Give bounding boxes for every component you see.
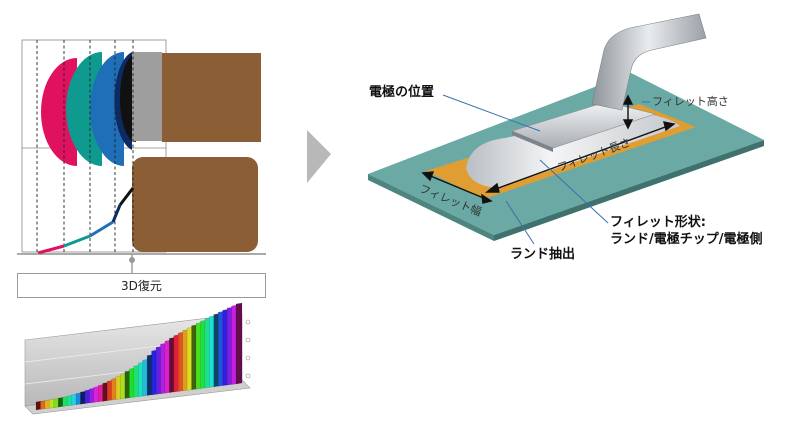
component-lead [591, 13, 707, 111]
label-fillet-shape-title: フィレット形状: [610, 215, 706, 230]
slice-lines [36, 40, 134, 254]
axis-tick [245, 373, 251, 379]
label-land-extraction: ランド抽出 [510, 247, 576, 262]
connector-dot [129, 257, 135, 263]
solder-joint-3d [368, 13, 764, 245]
axis-tick [245, 337, 251, 343]
leader-land-extraction [505, 200, 535, 245]
profile-segment-magenta [37, 244, 65, 255]
profile-segment-navy [111, 204, 122, 223]
profile-segment-teal [63, 234, 91, 248]
reconstruction-bar [235, 302, 243, 385]
label-fillet-shape-detail: ランド/電極チップ/電極側 [610, 232, 763, 247]
cross-section-diagram [17, 39, 266, 273]
profile-segment-blue [89, 220, 114, 238]
solder-fillet [466, 111, 680, 188]
reconstruction-3d-label: 3D復元 [121, 279, 162, 293]
slice-teal [66, 52, 102, 166]
slice-blue [90, 52, 124, 166]
axis-tick [245, 355, 251, 361]
electrode-plate-edge [512, 131, 553, 152]
reconstruction-3d-box: 3D復元 [17, 273, 266, 298]
label-electrode-position: 電極の位置 [369, 85, 435, 100]
cross-section-frame [21, 39, 167, 253]
reconstruction-bars [35, 302, 243, 411]
arrow-right-icon [307, 130, 331, 183]
3d-reconstruction-plot [24, 302, 251, 415]
electrode-block-upper [162, 53, 261, 142]
profile-segment-black [118, 187, 135, 206]
slice-magenta [41, 58, 77, 166]
fillet-width-arrow [427, 174, 487, 200]
leader-electrode-position [442, 94, 541, 132]
slice-gray [132, 52, 162, 141]
leader-fillet-shape [539, 159, 609, 224]
pcb-board-edge-front [368, 174, 494, 241]
fillet-length-arrow [492, 125, 669, 191]
dimension-arrows [421, 94, 676, 204]
electrode-block-lower [132, 157, 258, 252]
pcb-board-edge-side [494, 140, 764, 241]
label-fillet-height: フィレット高さ [652, 95, 729, 108]
axis-tick [245, 319, 251, 325]
leader-lines [442, 94, 650, 245]
